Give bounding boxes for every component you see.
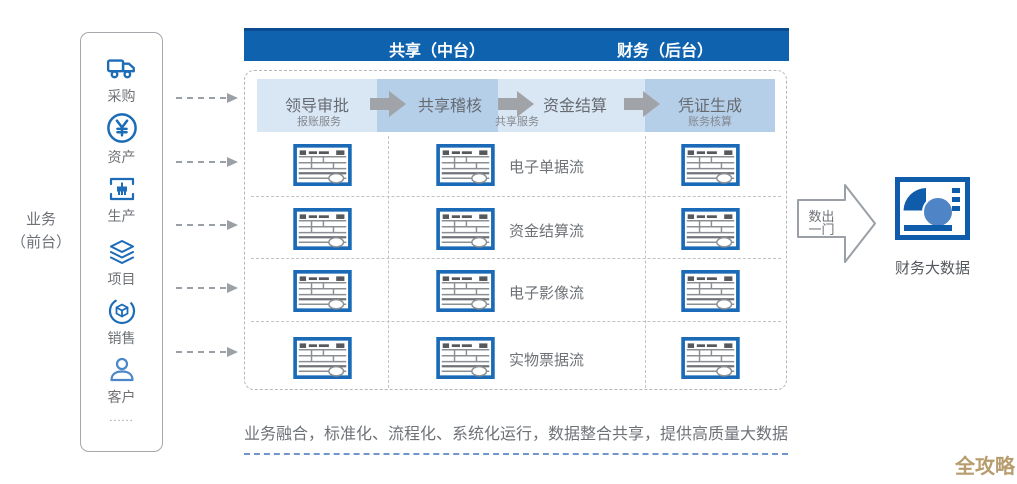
document-icon — [434, 337, 497, 379]
row-separator-3 — [251, 321, 781, 322]
watermark-text: 全攻略 — [955, 456, 1015, 478]
front-office-label-line1: 业务 — [25, 211, 56, 228]
connector-arrow-2 — [176, 157, 238, 167]
connector-arrow-4 — [176, 283, 238, 293]
customer-icon — [109, 357, 134, 382]
big-data-label: 财务大数据 — [894, 260, 970, 277]
document-icon — [679, 208, 742, 250]
output-arrow-label: 数出 一门 — [799, 210, 844, 236]
sidebar-item-label: 采购 — [107, 88, 136, 104]
sidebar-item-label: 资产 — [107, 149, 136, 165]
header-finance-back-label: 财务（后台） — [616, 43, 714, 60]
document-icon — [291, 270, 354, 312]
sidebar-item-label: 生产 — [107, 208, 136, 224]
sidebar-item-label: 客户 — [107, 389, 136, 405]
step-subtitle-accounting: 账务核算 — [688, 116, 732, 128]
step-title-shared-audit: 共享稽核 — [417, 98, 483, 115]
document-icon — [291, 144, 354, 186]
connector-arrow-1 — [176, 93, 238, 103]
header-bar: 共享（中台） 财务（后台） — [244, 28, 789, 61]
sidebar-more-ellipsis: ...... — [109, 412, 134, 424]
sidebar-item-label: 销售 — [107, 330, 136, 346]
sidebar-item-customers: 客户 — [80, 355, 163, 407]
sidebar-item-projects: 项目 — [80, 237, 163, 289]
step-title-approval: 领导审批 — [284, 98, 350, 115]
process-container — [244, 70, 787, 390]
process-segment-4 — [645, 79, 775, 132]
step-subtitle-shared-service: 共享服务 — [495, 116, 539, 128]
process-arrow-3 — [624, 90, 660, 118]
document-icon — [679, 144, 742, 186]
process-arrow-2 — [498, 90, 534, 118]
flow-label-eimage: 电子影像流 — [509, 285, 585, 302]
document-icon — [291, 208, 354, 250]
yen-coin-icon — [106, 113, 137, 143]
document-icon — [291, 337, 354, 379]
document-icon — [434, 208, 497, 250]
output-arrow — [797, 184, 876, 263]
process-arrow-1 — [370, 90, 406, 118]
front-office-label-line2: （前台） — [10, 234, 71, 251]
front-office-label: 业务 （前台） — [6, 208, 76, 254]
flow-label-edocument: 电子单据流 — [509, 159, 585, 176]
document-icon — [679, 270, 742, 312]
step-title-fund-settlement: 资金结算 — [542, 98, 608, 115]
layers-icon — [109, 240, 134, 264]
column-divider-2 — [645, 136, 646, 388]
header-shared-mid-label: 共享（中台） — [388, 43, 486, 60]
connector-arrow-5 — [176, 347, 238, 357]
document-icon — [679, 337, 742, 379]
sidebar-item-production: 生产 — [80, 174, 163, 226]
output-arrow-label-line2: 一门 — [808, 222, 835, 237]
step-title-voucher-generation: 凭证生成 — [677, 98, 743, 115]
sales-icon — [108, 297, 135, 325]
connector-arrow-3 — [176, 220, 238, 230]
column-divider-1 — [388, 136, 389, 388]
business-systems-panel — [80, 32, 163, 452]
output-arrow-label-line1: 数出 — [808, 209, 835, 224]
row-separator-2 — [251, 258, 781, 259]
big-data-chart-icon — [895, 177, 970, 240]
footer-dashed-line — [244, 453, 788, 455]
sidebar-item-procurement: 采购 — [80, 52, 163, 106]
flow-label-settlement: 资金结算流 — [509, 223, 585, 240]
sidebar-item-label: 项目 — [107, 271, 136, 287]
production-icon — [109, 177, 134, 201]
row-separator-1 — [251, 196, 781, 197]
flow-label-physical-bill: 实物票据流 — [509, 352, 585, 369]
document-icon — [434, 270, 497, 312]
step-subtitle-reimbursement: 报账服务 — [297, 116, 341, 128]
truck-icon — [106, 59, 135, 79]
process-segment-1 — [257, 79, 377, 132]
document-icon — [434, 144, 497, 186]
sidebar-item-sales: 销售 — [80, 296, 163, 348]
footer-summary-text: 业务融合，标准化、流程化、系统化运行，数据整合共享，提供高质量大数据 — [244, 426, 789, 443]
sidebar-item-assets: 资产 — [80, 111, 163, 167]
